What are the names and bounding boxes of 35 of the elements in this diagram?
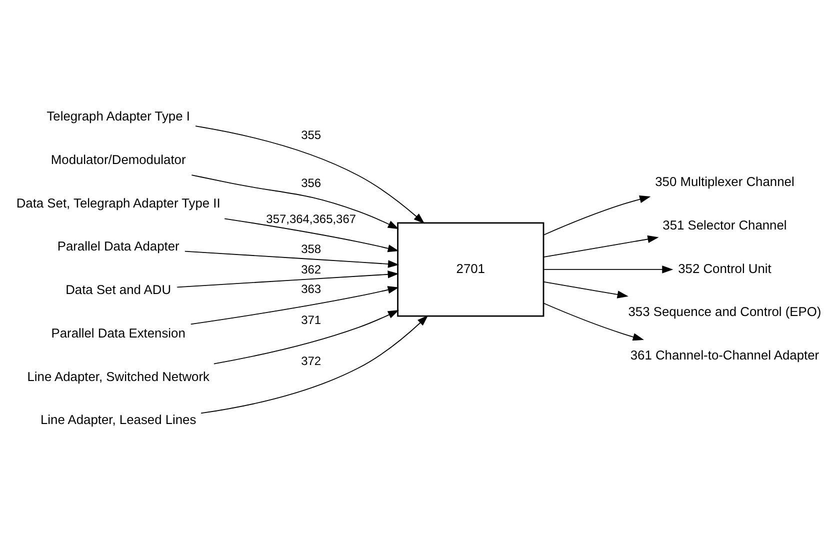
edge-label: 355	[301, 128, 322, 142]
arrow	[200, 315, 428, 414]
arrow	[190, 286, 399, 325]
arrow	[543, 266, 674, 274]
arrow	[195, 126, 425, 224]
node-text: 352 Control Unit	[678, 260, 772, 276]
edge-label: 363	[301, 282, 322, 296]
node-box: 2701	[397, 222, 544, 317]
node-text: 350 Multiplexer Channel	[655, 174, 794, 190]
node-text: 351 Selector Channel	[662, 218, 787, 233]
node-text: Line Adapter, Switched Network	[27, 368, 210, 384]
edge-label: 356	[301, 176, 322, 190]
edge-label: 371	[301, 313, 322, 328]
edge-label: 372	[301, 354, 322, 368]
arrow	[184, 250, 400, 268]
arrow	[543, 196, 651, 236]
node-text: 353 Sequence and Control (EPO)	[628, 304, 822, 320]
arrow	[176, 270, 399, 288]
node-text: Parallel Data Adapter	[57, 238, 180, 254]
node-text: Parallel Data Extension	[51, 325, 186, 340]
arrow	[224, 218, 399, 252]
arrow	[543, 281, 628, 298]
node-text: 361 Channel-to-Channel Adapter	[630, 348, 820, 363]
node-text: Data Set, Telegraph Adapter Type II	[16, 195, 220, 210]
node-text: Line Adapter, Leased Lines	[40, 412, 196, 428]
edge-label: 362	[301, 262, 322, 277]
arrow	[543, 302, 644, 341]
edge-label: 358	[301, 242, 322, 256]
node-text: Modulator/Demodulator	[50, 152, 186, 168]
node-text: Data Set and ADU	[66, 282, 172, 298]
edge-label: 357,364,365,367	[266, 212, 356, 226]
node-text: Telegraph Adapter Type I	[46, 108, 190, 124]
arrow	[191, 174, 399, 230]
arrow	[543, 235, 659, 258]
arrow	[213, 310, 400, 364]
